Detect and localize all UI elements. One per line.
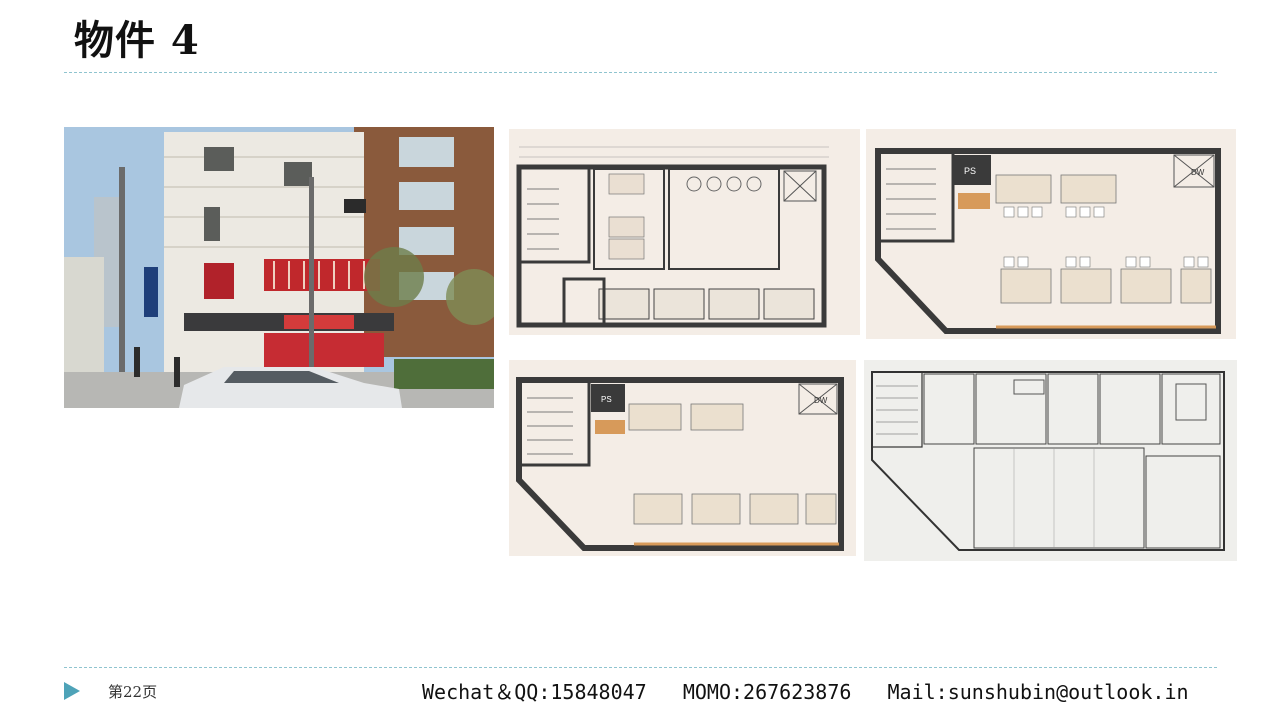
floor-plan-top-left [509,129,860,335]
footer-arrow-icon [64,682,80,700]
dw-label-2: DW [814,396,828,405]
contact-info: Wechat＆QQ:15848047 MOMO:267623876 Mail:s… [422,680,1189,704]
building-exterior-photo [64,127,494,408]
floor-plan-bottom-right [864,360,1237,561]
ps-label-2: PS [601,395,612,404]
floor-plan-top-right: PS DW [866,129,1236,339]
ps-label: PS [964,166,976,176]
slide-title: 物件 4 [74,17,200,64]
floor-plan-bottom-left: PS DW [509,360,856,556]
page-number: 第22页 [108,683,158,701]
title-divider [64,72,1217,73]
footer-divider [64,667,1217,668]
dw-label: DW [1191,168,1205,177]
